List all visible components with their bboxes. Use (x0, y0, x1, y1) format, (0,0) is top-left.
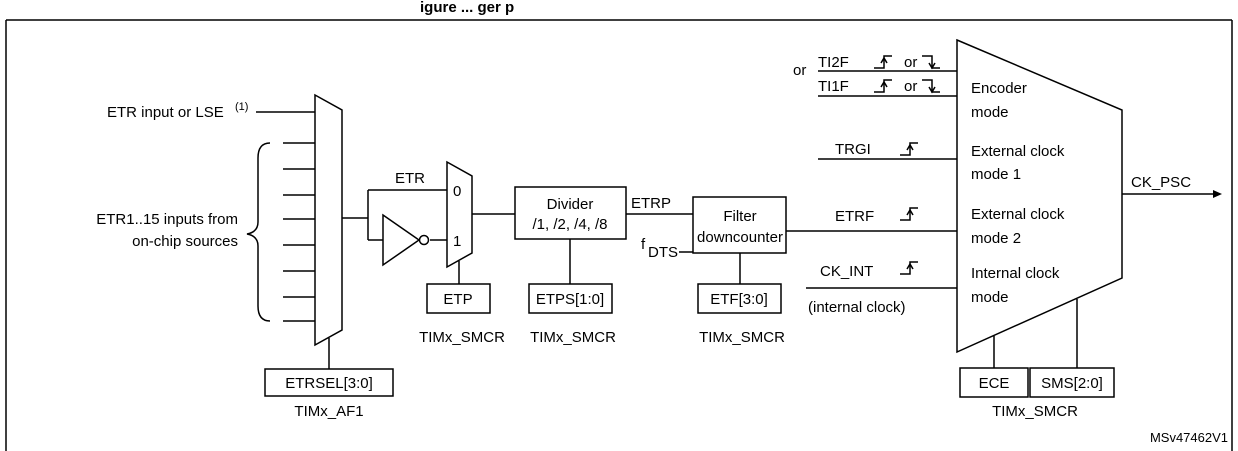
ext-clock-mode2-line2: mode 2 (971, 230, 1021, 247)
inverter-symbol (382, 213, 421, 267)
etrp-label: ETRP (631, 195, 671, 212)
rising-edge-icon (874, 55, 892, 69)
polarity-mux-in0: 0 (453, 183, 461, 200)
etp-register: TIMx_SMCR (419, 329, 505, 346)
ece-box-label: ECE (979, 375, 1010, 392)
ext-clock-mode1-line2: mode 1 (971, 166, 1021, 183)
rising-edge-icon (874, 79, 892, 93)
sms-box (1029, 367, 1115, 398)
falling-edge-icon (922, 79, 940, 94)
etps-register: TIMx_SMCR (530, 329, 616, 346)
figure-title-partial: igure ... ger p (420, 0, 514, 16)
etr-input-label: ETR input or LSE (107, 104, 224, 121)
rising-edge-icon (900, 142, 918, 156)
etps-box-label: ETPS[1:0] (536, 291, 604, 308)
mode-select-mux (956, 38, 1123, 354)
internal-clock-label: (internal clock) (808, 299, 906, 316)
or-left-label: or (793, 62, 806, 79)
sms-box-label: SMS[2:0] (1041, 375, 1103, 392)
rising-edge-icon (900, 261, 918, 275)
etf-box-label: ETF[3:0] (710, 291, 768, 308)
etp-box-label: ETP (443, 291, 472, 308)
figure-frame (5, 19, 1233, 451)
ti1f-label: TI1F (818, 78, 849, 95)
etrf-label: ETRF (835, 208, 874, 225)
etf-box (697, 283, 782, 314)
inverter-bubble (418, 234, 430, 246)
etr-select-mux (314, 93, 343, 347)
figure-id: MSv47462V1 (1150, 430, 1228, 445)
divider-line1: Divider (547, 196, 594, 213)
etr-sources-brace (246, 142, 271, 322)
filter-line1: Filter (723, 208, 756, 225)
etps-box (528, 283, 613, 314)
etf-register: TIMx_SMCR (699, 329, 785, 346)
ck-psc-arrow-icon (1213, 190, 1222, 198)
etrsel-box-label: ETRSEL[3:0] (285, 375, 373, 392)
mode-register: TIMx_SMCR (992, 403, 1078, 420)
ext-clock-mode2-line1: External clock (971, 206, 1065, 223)
encoder-mode-line1: Encoder (971, 80, 1027, 97)
divider-line2: /1, /2, /4, /8 (532, 216, 607, 233)
ece-box (959, 367, 1029, 398)
ti2f-label: TI2F (818, 54, 849, 71)
falling-edge-icon (922, 55, 940, 70)
int-clock-mode-line1: Internal clock (971, 265, 1060, 282)
or-label-1: or (904, 54, 917, 71)
or-label-2: or (904, 78, 917, 95)
polarity-mux (446, 160, 473, 269)
etr-label: ETR (395, 170, 425, 187)
etr-input-footnote: (1) (235, 101, 248, 113)
ext-clock-mode1-line1: External clock (971, 143, 1065, 160)
etr-sources-label-line1: ETR1..15 inputs from (96, 211, 238, 228)
polarity-wires (342, 189, 447, 241)
ck-int-label: CK_INT (820, 263, 873, 280)
polarity-mux-in1: 1 (453, 233, 461, 250)
trgi-label: TRGI (835, 141, 871, 158)
int-clock-mode-line2: mode (971, 289, 1009, 306)
etrsel-box (264, 368, 394, 397)
rising-edge-icon (900, 207, 918, 221)
divider-box (514, 186, 627, 240)
etr-sources-label-line2: on-chip sources (132, 233, 238, 250)
encoder-mode-line2: mode (971, 104, 1009, 121)
filter-line2: downcounter (697, 229, 783, 246)
filter-box (692, 196, 787, 254)
ck-psc-label: CK_PSC (1131, 174, 1191, 191)
fdts-subscript: DTS (648, 244, 678, 261)
etrsel-register: TIMx_AF1 (294, 403, 363, 420)
fdts-label: f (641, 236, 646, 253)
etr-source-wires (283, 142, 315, 322)
etp-box (426, 283, 491, 314)
